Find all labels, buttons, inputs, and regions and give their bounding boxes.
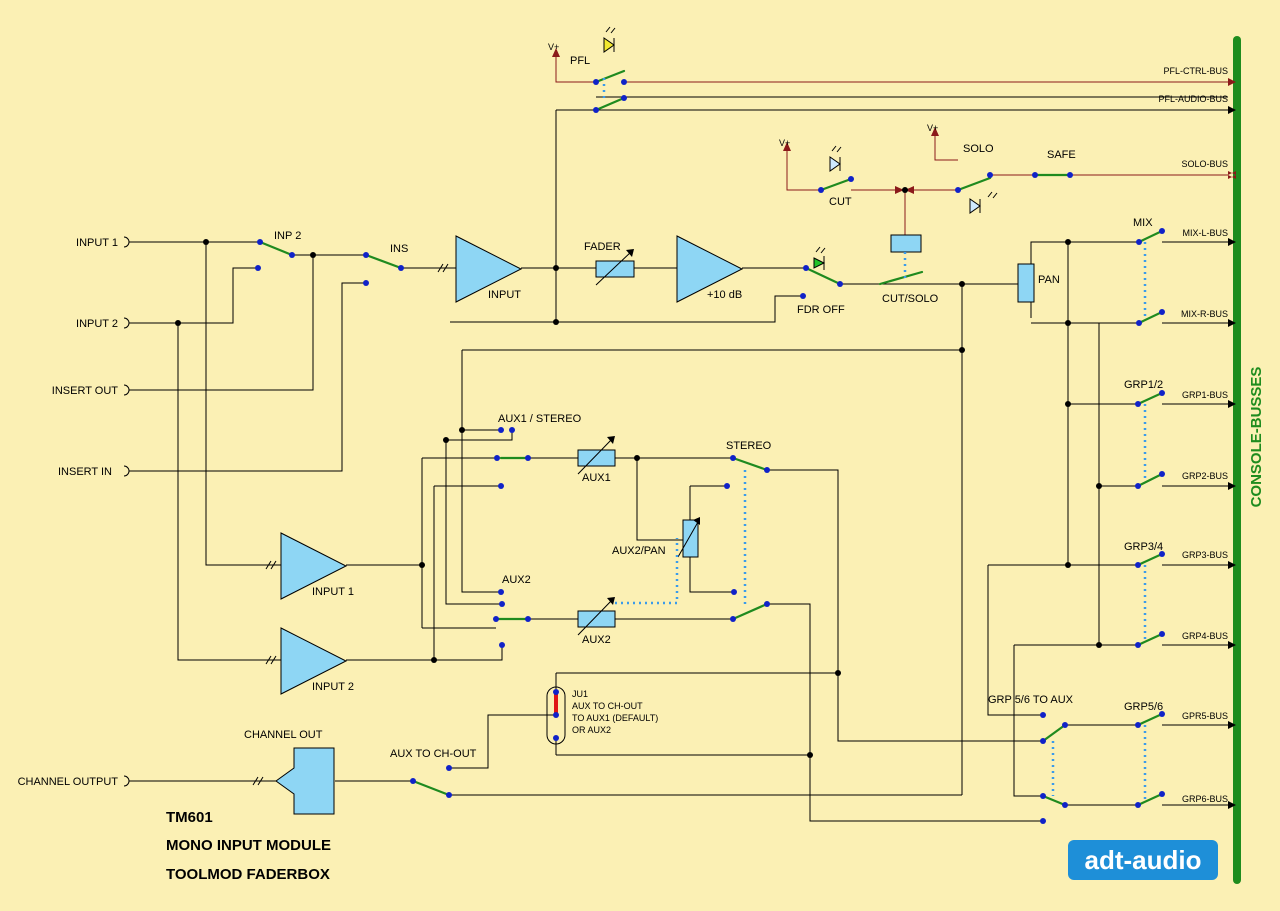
grp12-label: GRP1/2 — [1124, 379, 1163, 391]
mix-r-bus-label: MIX-R-BUS — [1181, 309, 1228, 319]
pfl-audio-bus-label: PFL-AUDIO-BUS — [1158, 94, 1228, 104]
fader-led-icon — [813, 257, 826, 269]
aux-to-chout-label: AUX TO CH-OUT — [390, 748, 477, 760]
aux2-pot — [577, 610, 616, 628]
channel-out-label: CHANNEL OUT — [244, 729, 323, 741]
channel-out-amplifier — [275, 747, 335, 815]
title-line1: TM601 — [166, 809, 213, 826]
channel-output-label: CHANNEL OUTPUT — [18, 776, 119, 788]
solo-led-icon — [969, 198, 981, 214]
v-plus-label-solo: V+ — [927, 123, 938, 133]
indicators — [603, 26, 998, 270]
cut-led-icon — [829, 156, 841, 172]
title-line2: MONO INPUT MODULE — [166, 837, 331, 854]
input-amplifier — [455, 235, 523, 303]
mix-l-bus-label: MIX-L-BUS — [1182, 228, 1228, 238]
aux2-label: AUX2 — [582, 634, 611, 646]
inp2-label: INP 2 — [274, 230, 301, 242]
title-line3: TOOLMOD FADERBOX — [166, 866, 330, 883]
junctions — [175, 79, 1165, 824]
grp4-bus-label: GRP4-BUS — [1182, 631, 1228, 641]
bus-labels: PFL-CTRL-BUS PFL-AUDIO-BUS SOLO-BUS MIX-… — [1158, 66, 1228, 804]
fader-block — [595, 260, 635, 278]
input1-jack-label: INPUT 1 — [76, 237, 118, 249]
gain-amplifier — [676, 235, 744, 303]
fader-label: FADER — [584, 241, 621, 253]
cut-solo-relay — [890, 234, 922, 253]
pfl-led-icon — [603, 37, 615, 53]
labels: PFL INP 2 INS INPUT FADER +10 dB FDR OFF… — [244, 55, 1163, 760]
pfl-ctrl-bus-label: PFL-CTRL-BUS — [1163, 66, 1228, 76]
cut-solo-label: CUT/SOLO — [882, 293, 939, 305]
ju1-label: JU1 — [572, 689, 588, 699]
aux1-stereo-label: AUX1 / STEREO — [498, 413, 582, 425]
insert-out-label: INSERT OUT — [52, 385, 118, 397]
control-wiring: V+ V+ V+ — [548, 42, 1236, 235]
v-plus-label-pfl: V+ — [548, 42, 559, 52]
mix-label: MIX — [1133, 217, 1153, 229]
pan-pot — [1017, 263, 1035, 303]
input2-amplifier — [280, 627, 348, 695]
grp5-bus-label: GPR5-BUS — [1182, 711, 1228, 721]
solo-label: SOLO — [963, 143, 994, 155]
logo-text: adt-audio — [1085, 845, 1202, 875]
grp6-bus-label: GRP6-BUS — [1182, 794, 1228, 804]
input-amp-label: INPUT — [488, 289, 521, 301]
console-bus-rail: CONSOLE-BUSSES — [1233, 36, 1265, 884]
grp56-to-aux-label: GRP 5/6 TO AUX — [988, 694, 1074, 706]
pfl-label: PFL — [570, 55, 590, 67]
console-busses-label: CONSOLE-BUSSES — [1248, 367, 1265, 508]
pan-label: PAN — [1038, 274, 1060, 286]
grp2-bus-label: GRP2-BUS — [1182, 471, 1228, 481]
aux1-label: AUX1 — [582, 472, 611, 484]
title-block: TM601 MONO INPUT MODULE TOOLMOD FADERBOX — [166, 809, 331, 883]
stereo-label: STEREO — [726, 440, 772, 452]
safe-label: SAFE — [1047, 149, 1076, 161]
input2-amp-label: INPUT 2 — [312, 681, 354, 693]
adt-audio-logo: adt-audio — [1068, 840, 1218, 880]
fdr-off-label: FDR OFF — [797, 304, 845, 316]
cut-label: CUT — [829, 196, 852, 208]
blocks — [252, 234, 1035, 815]
aux2-switch-label: AUX2 — [502, 574, 531, 586]
aux1-pot — [577, 449, 616, 467]
aux2-pan-label: AUX2/PAN — [612, 545, 666, 557]
ju1-line2: TO AUX1 (DEFAULT) — [572, 713, 658, 723]
ju1-line3: OR AUX2 — [572, 725, 611, 735]
input-jacks: INPUT 1 INPUT 2 INSERT OUT INSERT IN CHA… — [18, 236, 130, 788]
solo-bus-label: SOLO-BUS — [1181, 159, 1228, 169]
input1-amplifier — [280, 532, 348, 600]
switches — [258, 69, 1164, 807]
grp34-label: GRP3/4 — [1124, 541, 1163, 553]
input2-jack-label: INPUT 2 — [76, 318, 118, 330]
gain-amp-label: +10 dB — [707, 289, 742, 301]
grp56-label: GRP5/6 — [1124, 701, 1163, 713]
input1-amp-label: INPUT 1 — [312, 586, 354, 598]
wiring — [129, 96, 1236, 822]
grp3-bus-label: GRP3-BUS — [1182, 550, 1228, 560]
v-plus-label-cut: V+ — [779, 138, 790, 148]
ins-label: INS — [390, 243, 408, 255]
grp1-bus-label: GRP1-BUS — [1182, 390, 1228, 400]
insert-in-label: INSERT IN — [58, 466, 112, 478]
ju1-line1: AUX TO CH-OUT — [572, 701, 643, 711]
